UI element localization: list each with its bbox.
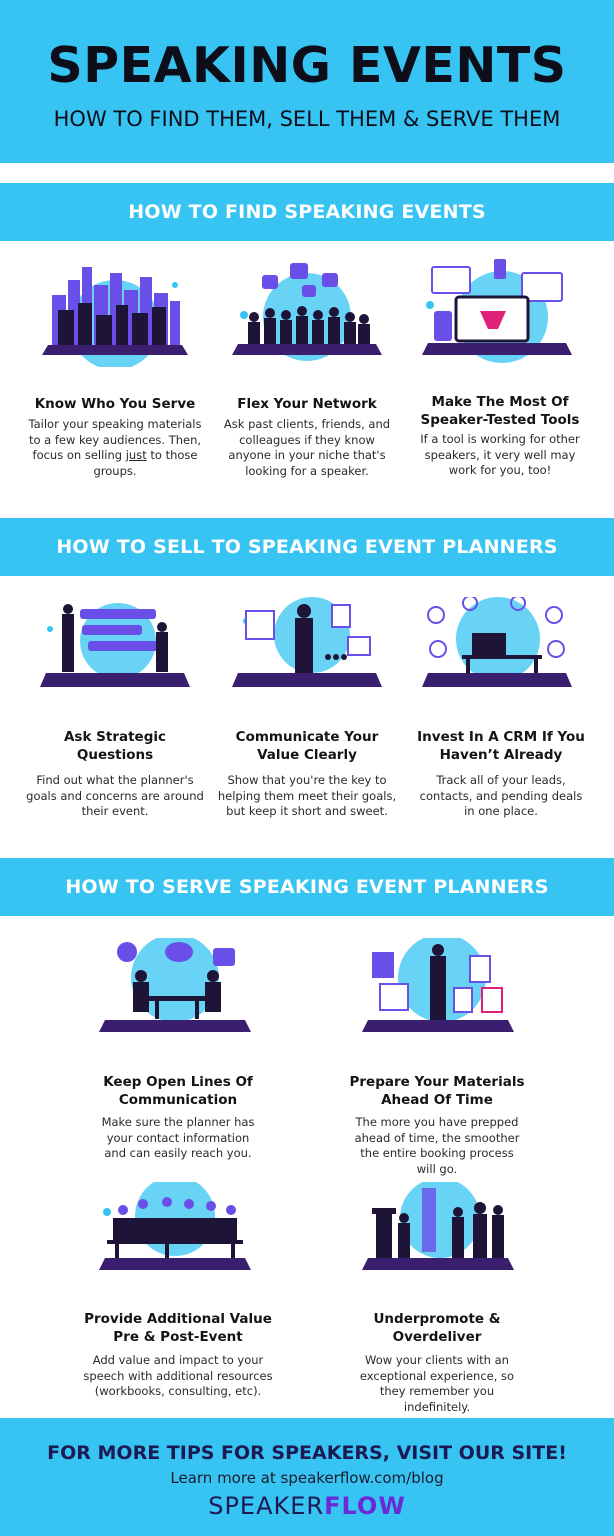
card-text-overdeliver: Wow your clients with an exceptional exp…: [359, 1353, 515, 1414]
card-text-communication: Make sure the planner has your contact i…: [101, 1115, 255, 1160]
materials-icon: [362, 938, 514, 1032]
card-title-crm: Invest In A CRM If You Haven’t Already: [417, 729, 585, 763]
meeting-table-icon: [99, 938, 251, 1032]
card-text-additional-value: Add value and impact to your speech with…: [83, 1353, 273, 1398]
card-title-know-who: Know Who You Serve: [34, 396, 196, 412]
header-banner: [0, 0, 614, 163]
presentation-icon: [232, 597, 382, 687]
section-find-banner: [0, 183, 614, 241]
card-title-network: Flex Your Network: [237, 396, 377, 412]
card-title-value: Communicate Your Value Clearly: [235, 729, 379, 763]
card-title-tools: Make The Most Of Speaker-Tested Tools: [420, 394, 580, 428]
card-title-materials: Prepare Your Materials Ahead Of Time: [349, 1074, 525, 1108]
card-text-materials: The more you have prepped ahead of time,…: [354, 1115, 520, 1176]
card-text-tools: If a tool is working for other speakers,…: [420, 432, 580, 477]
networking-crowd-icon: [232, 263, 382, 361]
card-text-value: Show that you're the key to helping them…: [217, 773, 397, 818]
speakerflow-logo[interactable]: SPEAKERFLOW: [208, 1492, 406, 1520]
devices-tools-icon: [422, 259, 572, 363]
card-title-communication: Keep Open Lines Of Communication: [103, 1074, 253, 1108]
card-text-know-who: Tailor your speaking materials to a few …: [28, 417, 202, 478]
section-serve-title: HOW TO SERVE SPEAKING EVENT PLANNERS: [65, 876, 549, 898]
stage-podium-icon: [362, 1182, 514, 1270]
footer-blog-link[interactable]: Learn more at speakerflow.com/blog: [170, 1469, 444, 1487]
section-sell-title: HOW TO SELL TO SPEAKING EVENT PLANNERS: [56, 536, 558, 558]
section-find-title: HOW TO FIND SPEAKING EVENTS: [128, 201, 486, 223]
card-text-network: Ask past clients, friends, and colleague…: [223, 417, 391, 478]
card-text-crm: Track all of your leads, contacts, and p…: [419, 773, 583, 818]
emphasis-just: just: [125, 448, 147, 462]
card-title-questions: Ask Strategic Questions: [63, 729, 166, 763]
footer-banner: [0, 1418, 614, 1536]
audience-icon: [99, 1182, 251, 1270]
crm-desk-icon: [422, 597, 572, 687]
footer-cta: FOR MORE TIPS FOR SPEAKERS, VISIT OUR SI…: [47, 1442, 567, 1464]
section-sell-banner: [0, 518, 614, 576]
conversation-icon: [40, 603, 190, 687]
page-subtitle: HOW TO FIND THEM, SELL THEM & SERVE THEM: [53, 107, 561, 131]
section-serve-banner: [0, 858, 614, 916]
page-title: SPEAKING EVENTS: [47, 37, 567, 94]
card-title-overdeliver: Underpromote & Overdeliver: [373, 1311, 501, 1345]
card-text-questions: Find out what the planner's goals and co…: [26, 773, 204, 818]
city-skyline-icon: [42, 267, 188, 367]
card-title-additional-value: Provide Additional Value Pre & Post-Even…: [84, 1311, 272, 1345]
